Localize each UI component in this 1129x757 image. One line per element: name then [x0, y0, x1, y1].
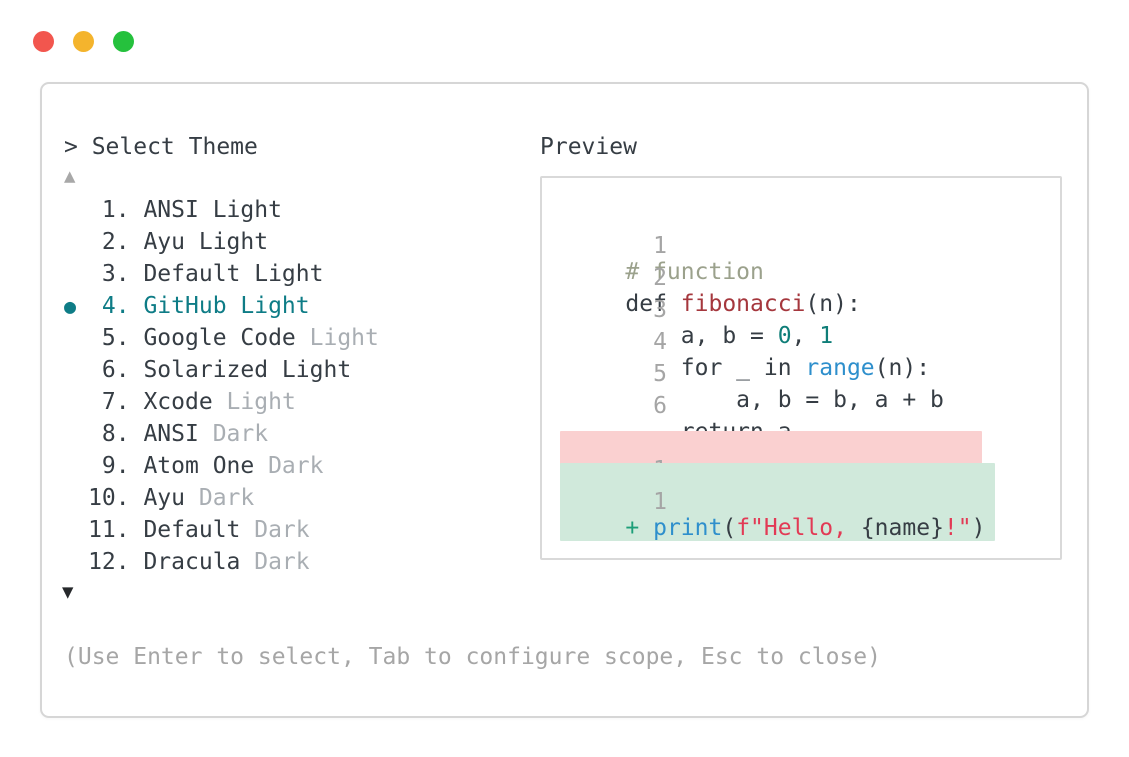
theme-item[interactable]: 11. Default Dark [64, 514, 379, 546]
theme-item[interactable]: 5. Google Code Light [64, 322, 379, 354]
theme-item[interactable]: 10. Ayu Dark [64, 482, 379, 514]
code-token: + [625, 515, 654, 541]
theme-number: 6. [101, 357, 130, 383]
theme-name-dim: Dark [198, 421, 269, 447]
theme-item[interactable]: 8. ANSI Dark [64, 418, 379, 450]
theme-item[interactable]: 6. Solarized Light [64, 354, 379, 386]
theme-dialog: > Select Theme ▲ 1. ANSI Light 2. Ayu Li… [40, 82, 1089, 718]
theme-list: 1. ANSI Light 2. Ayu Light 3. Default Li… [64, 194, 379, 578]
theme-name: GitHub Light [143, 293, 310, 319]
code-line: 4 for _ in range(n): [570, 326, 1060, 381]
theme-number: 5. [101, 325, 130, 351]
theme-number: 8. [101, 421, 130, 447]
code-token: print [653, 515, 723, 541]
code-token: ) [971, 515, 986, 541]
code-token: (n): [805, 291, 861, 317]
code-token: # function [625, 259, 764, 285]
theme-number: 12. [88, 549, 130, 575]
theme-name-dim: Dark [254, 453, 324, 479]
theme-number: 7. [101, 389, 130, 415]
theme-name: Atom One [143, 453, 255, 479]
code-line-content: 1 + print(f"Hello, {name}!") [560, 463, 996, 541]
dialog-title: > Select Theme [64, 134, 258, 160]
theme-number: 10. [88, 485, 130, 511]
theme-name: Ayu [143, 485, 185, 511]
theme-name: Xcode [143, 389, 213, 415]
code-token: f"Hello, [736, 515, 861, 541]
theme-name-dim: Light [212, 389, 296, 415]
theme-number: 4. [101, 293, 130, 319]
code-token: ( [722, 515, 737, 541]
line-number: 5 [653, 361, 667, 387]
minimize-button[interactable] [73, 31, 94, 52]
code-sample: 1 # function 2 def fibonacci(n): 3 a, b … [542, 178, 1060, 541]
preview-pane: 1 # function 2 def fibonacci(n): 3 a, b … [540, 176, 1062, 560]
theme-name: Solarized Light [143, 357, 352, 383]
code-token: , [791, 323, 820, 349]
scroll-down-icon[interactable]: ▼ [62, 581, 74, 603]
code-line: 1 + print(f"Hello, {name}!") [560, 463, 1060, 541]
theme-number: 3. [101, 261, 130, 287]
theme-item[interactable]: 1. ANSI Light [64, 194, 379, 226]
theme-name: Dracula [143, 549, 241, 575]
line-number: 1 [653, 233, 667, 259]
theme-item[interactable]: 7. Xcode Light [64, 386, 379, 418]
theme-number: 9. [101, 453, 130, 479]
code-line-content: 2 def fibonacci(n): [560, 239, 871, 317]
code-token: range [805, 355, 875, 381]
code-token: 0 [777, 323, 792, 349]
line-number: 6 [653, 393, 667, 419]
theme-name-dim: Dark [185, 485, 255, 511]
keyboard-hint: (Use Enter to select, Tab to configure s… [64, 644, 881, 670]
preview-label: Preview [540, 134, 637, 160]
code-line: 5 a, b = b, a + b [570, 358, 1060, 413]
code-line: 3 a, b = 0, 1 [570, 294, 1060, 349]
theme-number: 2. [101, 229, 130, 255]
theme-name: Google Code [143, 325, 296, 351]
theme-number: 11. [88, 517, 130, 543]
code-line-content: 3 a, b = 0, 1 [560, 271, 843, 349]
code-token: 1 [819, 323, 834, 349]
theme-name: Default Light [143, 261, 324, 287]
line-number: 2 [653, 265, 667, 291]
code-token: a, b = b, a + b [625, 387, 944, 413]
theme-item[interactable]: 12. Dracula Dark [64, 546, 379, 578]
theme-name: Ayu Light [143, 229, 269, 255]
selection-bullet-icon: ● [64, 294, 77, 318]
line-number: 4 [653, 329, 667, 355]
theme-name: ANSI [143, 421, 199, 447]
theme-name: Default [143, 517, 241, 543]
code-line-content: 4 for _ in range(n): [560, 303, 940, 381]
theme-name-dim: Dark [240, 517, 310, 543]
code-token: !" [943, 515, 972, 541]
code-token: fibonacci [680, 291, 806, 317]
theme-item[interactable]: 9. Atom One Dark [64, 450, 379, 482]
code-line: 2 def fibonacci(n): [570, 262, 1060, 317]
theme-name: ANSI Light [143, 197, 282, 223]
line-number: 3 [653, 297, 667, 323]
theme-item[interactable]: 3. Default Light [64, 258, 379, 290]
scroll-up-icon[interactable]: ▲ [64, 165, 76, 187]
theme-name-dim: Dark [240, 549, 310, 575]
code-line: 1 # function [570, 230, 1060, 285]
zoom-button[interactable] [113, 31, 134, 52]
theme-item[interactable]: 2. Ayu Light [64, 226, 379, 258]
theme-item[interactable]: ● 4. GitHub Light [64, 290, 379, 322]
code-token: (n): [874, 355, 931, 381]
code-token: def [625, 291, 681, 317]
code-line-content: 5 a, b = b, a + b [560, 335, 954, 413]
code-token: for _ in [625, 355, 806, 381]
code-line-content: 1 # function [560, 207, 774, 285]
window-controls [33, 31, 134, 52]
theme-name-dim: Light [295, 325, 379, 351]
code-token: a, b = [625, 323, 778, 349]
close-button[interactable] [33, 31, 54, 52]
line-number: 1 [653, 489, 667, 515]
code-token: {name} [860, 515, 944, 541]
theme-number: 1. [101, 197, 130, 223]
